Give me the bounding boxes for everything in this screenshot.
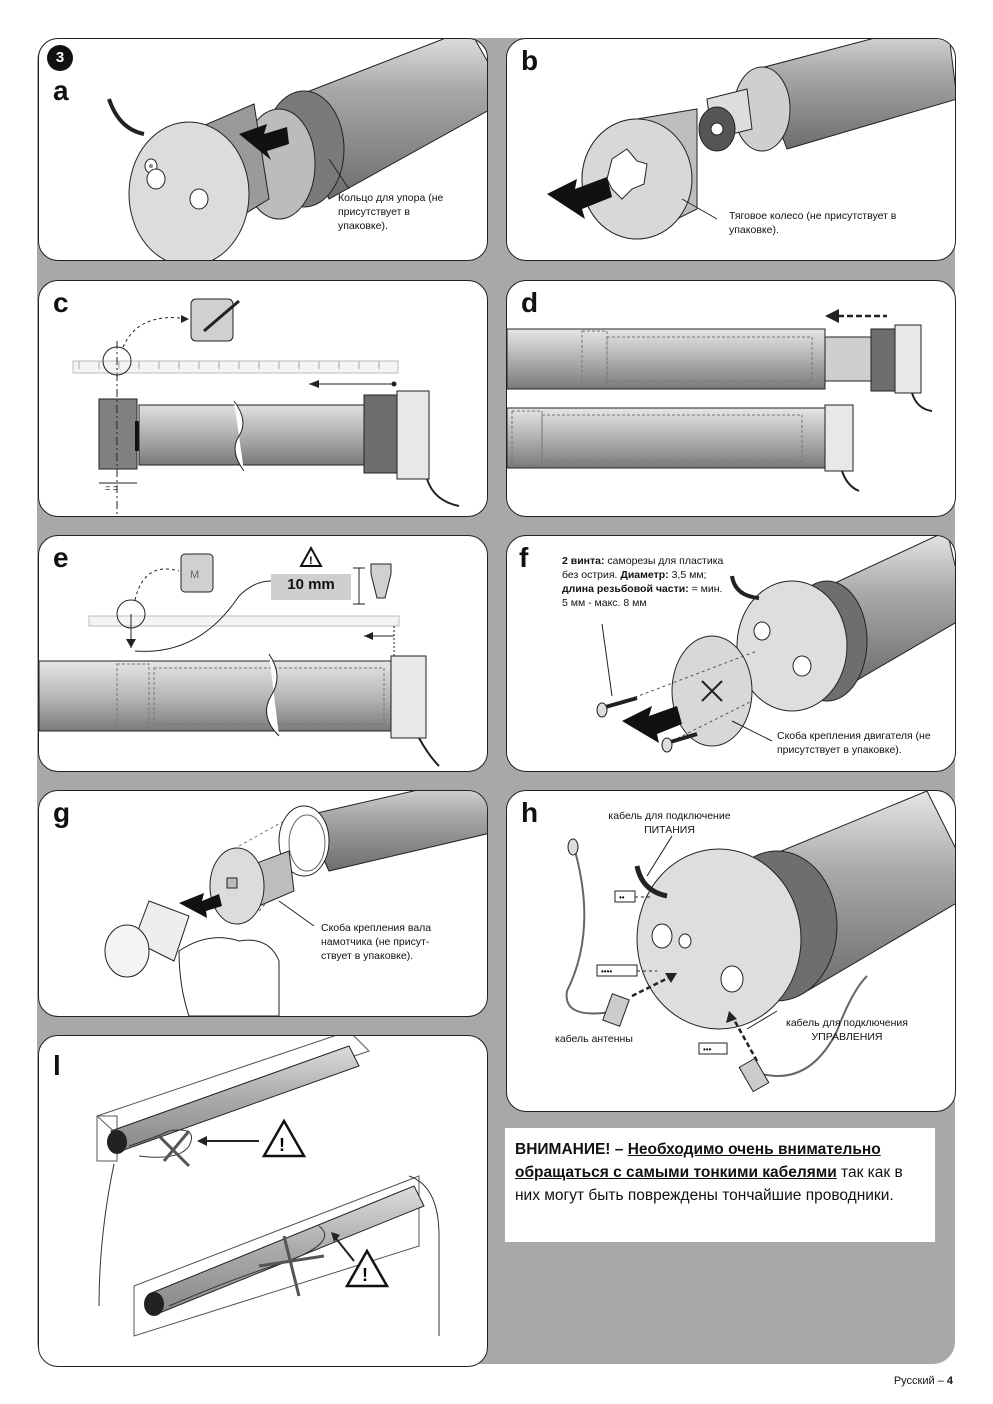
footer-language: Русский – <box>893 1375 947 1387</box>
illustration-cable-routing: ! ! <box>96 1036 440 1337</box>
panel-g: g Скоба крепления вала намотчика (не при… <box>38 790 488 1017</box>
panel-label: d <box>521 287 539 318</box>
svg-text:!: ! <box>279 1135 285 1155</box>
control-cable-label: кабель для подключения УПРАВЛЕНИЯ <box>786 1017 908 1043</box>
svg-text:!: ! <box>362 1265 368 1285</box>
panel-label: a <box>53 75 69 106</box>
svg-text:= =: = = <box>105 483 118 493</box>
warning-rest: так как в них могут быть повреждены тонч… <box>515 1164 903 1204</box>
illustration-motor-ring <box>107 39 487 260</box>
marker-label: M <box>190 569 200 581</box>
svg-text:!: ! <box>309 555 313 567</box>
panel-label: h <box>521 797 539 828</box>
step-number-badge: 3 <box>47 45 73 71</box>
panel-c: = = c <box>38 280 488 517</box>
panel-a: 3 a Кольцо для упора (не присутствует в … <box>38 38 488 261</box>
screws-type: саморезы для пластика без острия. <box>562 555 724 581</box>
screws-count: 2 винта: <box>562 555 605 567</box>
warning-box: ВНИМАНИЕ! – Необходимо очень внимательно… <box>505 1128 935 1242</box>
illustration-motor-bracket <box>596 536 955 753</box>
screws-diameter-label: Диаметр: <box>620 569 669 581</box>
page-footer: Русский – 4 <box>894 1375 953 1387</box>
panel-b: b Тяговое колесо (не присутствует в упак… <box>506 38 956 261</box>
illustration-shaft-bracket <box>104 791 487 1016</box>
caption-ring: Кольцо для упора (не присутствует в упак… <box>338 192 444 232</box>
screws-length-label: длина резьбовой части: <box>562 583 689 595</box>
svg-text:••: •• <box>619 893 625 902</box>
illustration-measure-tube: = = <box>72 298 460 516</box>
panel-label: b <box>521 45 539 76</box>
svg-text:••••: •••• <box>601 967 612 976</box>
panel-label: e <box>53 542 69 573</box>
panel-l: ! ! l <box>38 1035 488 1367</box>
panel-label: l <box>53 1050 61 1081</box>
illustration-cables: •• •••• ••• <box>565 791 955 1093</box>
screws-length: = мин. 5 мм - макс. 8 мм <box>562 583 723 609</box>
measure-label: 10 mm <box>287 576 335 593</box>
panel-d: d <box>506 280 956 517</box>
screws-spec: 2 винта: саморезы для пластика без остри… <box>562 554 727 610</box>
caption-motor-bracket: Скоба крепления двигателя (не присутству… <box>777 730 931 756</box>
screws-diameter: 3,5 мм; <box>668 569 707 581</box>
caption-drive-wheel: Тяговое колесо (не присутствует в упаков… <box>729 210 897 236</box>
page-number: 4 <box>946 1375 953 1387</box>
panel-f: f 2 винта: саморезы для пластика без ост… <box>506 535 956 772</box>
illustration-insert-motor <box>507 309 933 492</box>
warning-text: ВНИМАНИЕ! – Необходимо очень внимательно… <box>515 1138 925 1207</box>
panel-label: g <box>53 797 71 828</box>
warning-emphasis: Необходимо очень внимательно обращаться … <box>515 1141 881 1181</box>
illustration-drive-wheel <box>547 39 955 240</box>
panel-label: c <box>53 287 69 318</box>
panel-h: •• •••• ••• h кабель для подключение ПИТ… <box>506 790 956 1112</box>
illustration-mark-drill: ! <box>39 545 440 767</box>
panel-e: ! e 10 mm M <box>38 535 488 772</box>
warning-lead: ВНИМАНИЕ! – <box>515 1141 628 1158</box>
svg-text:•••: ••• <box>703 1045 712 1054</box>
caption-shaft-bracket: Скоба крепления вала намотчика (не прису… <box>321 922 432 962</box>
panel-label: f <box>519 542 529 573</box>
power-cable-label: кабель для подключение ПИТАНИЯ <box>608 810 731 836</box>
antenna-cable-label: кабель антенны <box>555 1033 633 1045</box>
